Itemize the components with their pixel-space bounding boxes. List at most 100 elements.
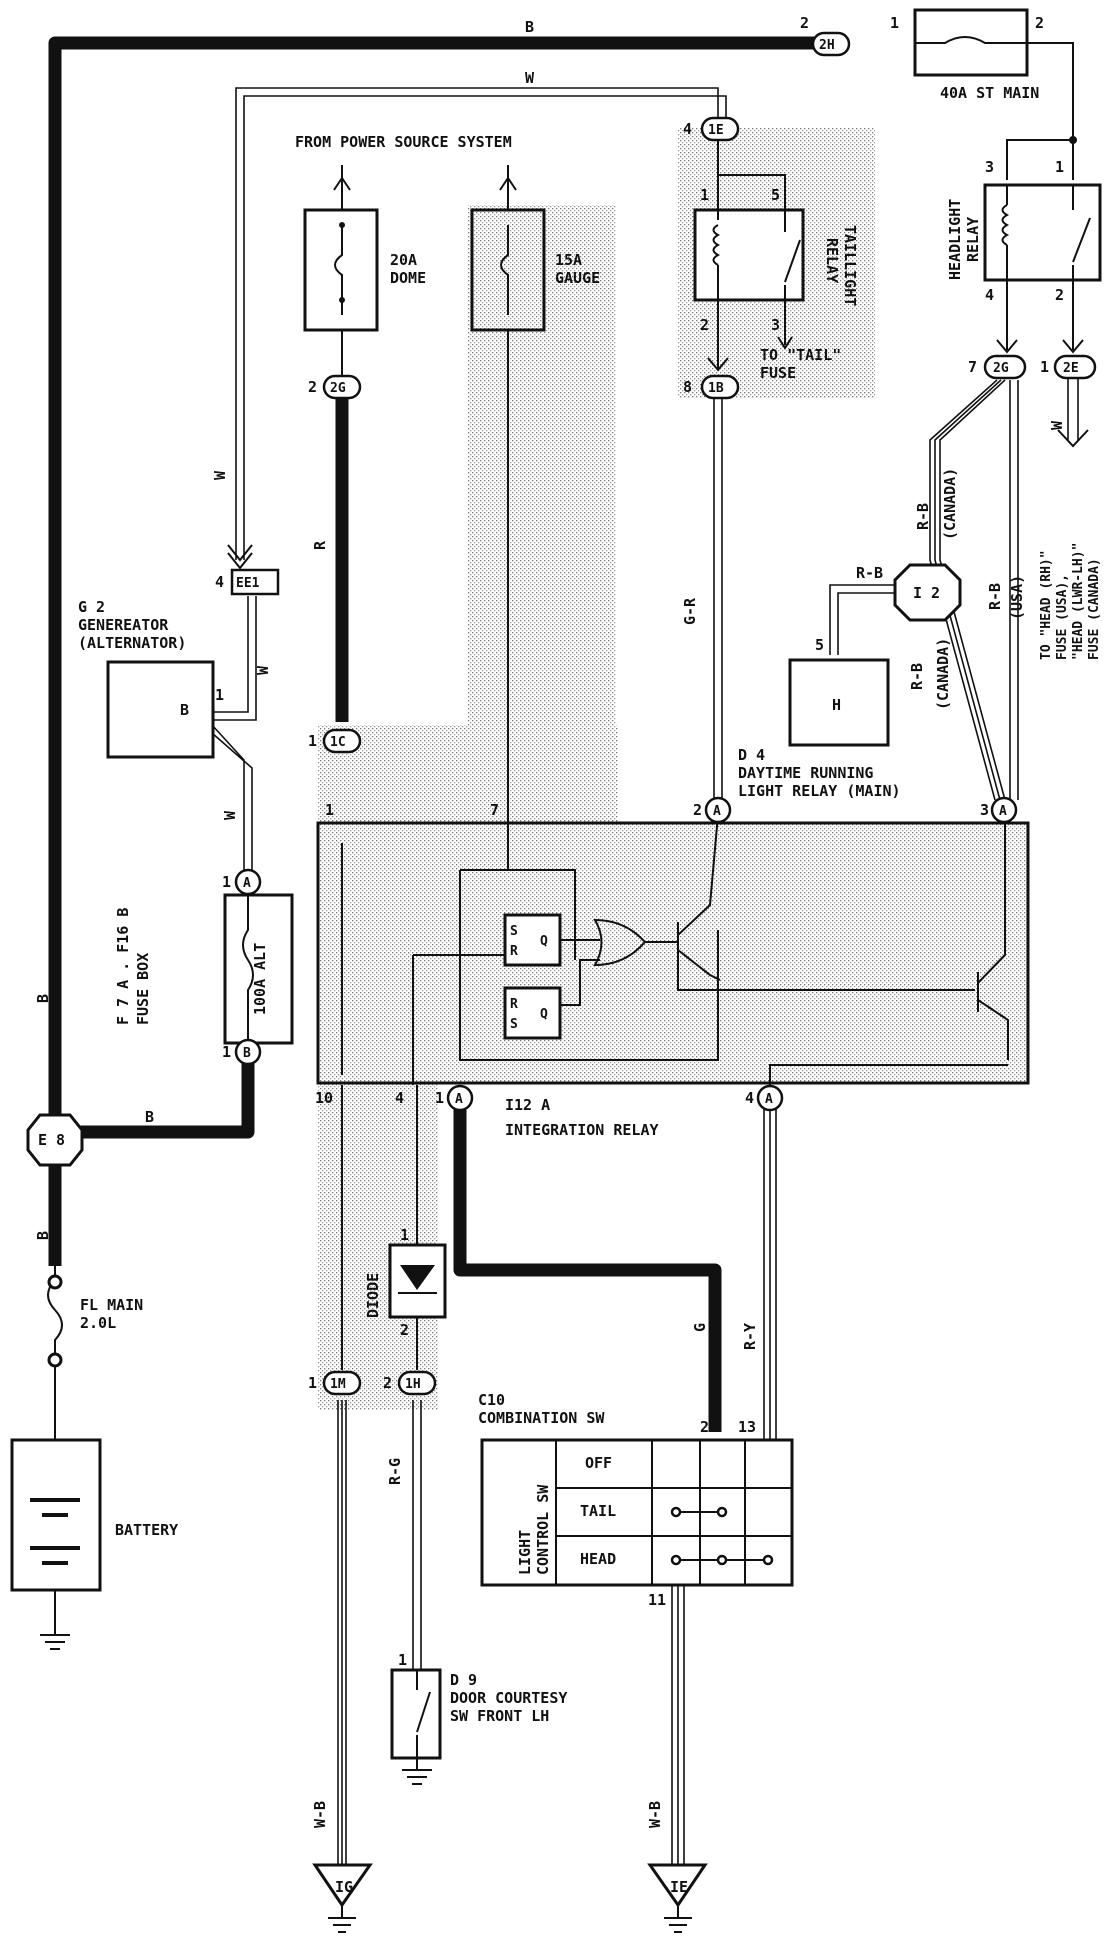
ground-ie-label: IE (670, 1878, 688, 1896)
pin-h-5: 5 (815, 636, 824, 654)
pin-hl-3: 3 (985, 158, 994, 176)
battery-cells (30, 1498, 80, 1565)
to-head-2: FUSE (USA), (1055, 574, 1070, 660)
conn-2g-right (983, 354, 1027, 380)
drl-code: D 4 (738, 746, 765, 764)
wire-rb-h (829, 584, 915, 655)
power-source-label: FROM POWER SOURCE SYSTEM (295, 133, 512, 151)
pin-1h: 2 (383, 1374, 392, 1392)
ff2-s: S (510, 1017, 518, 1032)
arrow-w2 (227, 552, 253, 570)
pin-1b: 8 (683, 378, 692, 396)
junction-i2-label: I 2 (913, 584, 940, 602)
wire-st-main (1028, 42, 1074, 140)
conn-2e (1053, 354, 1097, 380)
conn-a-3 (990, 796, 1018, 824)
conn-1h-label: 1H (405, 1377, 421, 1392)
pin-tail-5: 5 (771, 186, 780, 204)
pin-cs-13: 13 (738, 1418, 756, 1436)
fl-main-sub: 2.0L (80, 1314, 116, 1332)
to-head-4: FUSE (CANADA) (1087, 558, 1102, 660)
taillight-relay-sub: RELAY (823, 238, 841, 283)
pin-tail-1: 1 (700, 186, 709, 204)
headlight-relay (983, 183, 1102, 282)
cs-dot-4 (716, 1554, 728, 1566)
pin-relay-4b: 4 (745, 1089, 754, 1107)
gauge-label: GAUGE (555, 269, 600, 287)
fuse-gauge-element (500, 225, 509, 315)
alt-fuse-label: 100A ALT (251, 943, 269, 1015)
fl-main-term-bot (47, 1352, 63, 1368)
ff2-r: R (510, 997, 518, 1012)
pin-st-2: 2 (1035, 14, 1044, 32)
conn-a-1 (446, 1084, 474, 1112)
conn-1b (700, 374, 740, 400)
cs-dot-2 (716, 1506, 728, 1518)
conn-a-alt-label: A (243, 876, 251, 891)
switch-head: HEAD (580, 1550, 616, 1568)
generator (106, 660, 215, 759)
ff2-q: Q (540, 1007, 548, 1022)
ground-ig-label: IG (335, 1878, 353, 1896)
fuse-alt (223, 893, 294, 1045)
diode-triangle (400, 1265, 435, 1290)
switch-tail: TAIL (580, 1502, 616, 1520)
battery-label: BATTERY (115, 1521, 178, 1539)
wire-w-alt-b (211, 732, 253, 870)
junction-h-label: H (832, 696, 841, 714)
headlight-relay-label: HEADLIGHT (946, 199, 964, 280)
pin-numbers: 2 1 2 4 1 5 2 3 8 2 3 1 4 2 7 1 5 4 1 1 … (215, 14, 1064, 1669)
conn-2h-label: 2H (819, 38, 835, 53)
junction-e8 (26, 1113, 84, 1167)
wire-label-b-left: B (34, 994, 52, 1003)
pin-gen-1: 1 (215, 686, 224, 704)
conn-1h (397, 1370, 437, 1396)
pin-door-1: 1 (398, 1651, 407, 1669)
variant-canada-1: (CANADA) (941, 468, 959, 540)
wire-wb-1m (337, 1400, 347, 1865)
fl-main-label: FL MAIN (80, 1296, 143, 1314)
variant-usa: (USA) (1008, 575, 1026, 620)
ground-ig-lines (328, 1905, 356, 1933)
gauge-amp: 15A (555, 251, 582, 269)
or-gate (593, 918, 647, 967)
fuse-alt-element (242, 880, 254, 1050)
taillight-relay-label: TAILLIGHT (841, 225, 859, 306)
transistor-2 (677, 815, 1009, 1060)
arrow-w (227, 544, 253, 562)
wire-label-rb-3: R-B (908, 663, 926, 690)
to-head-1: TO "HEAD (RH)" (1039, 550, 1054, 660)
wire-label-ry: R-Y (741, 1323, 759, 1350)
flipflop-2 (503, 986, 562, 1040)
to-tail-sub: FUSE (760, 364, 796, 382)
pin-ee1: 4 (215, 573, 224, 591)
wire-label-rb-1: R-B (914, 503, 932, 530)
fuse-dome-dot1 (339, 222, 345, 228)
wire-label-b-top: B (525, 18, 534, 36)
wire-label-rb-h: R-B (856, 564, 883, 582)
pin-hl-4: 4 (985, 286, 994, 304)
wire-wb-11 (671, 1585, 685, 1865)
pin-relay-7: 7 (490, 801, 499, 819)
ff1-s: S (510, 924, 518, 939)
ground-ig-symbol (312, 1863, 373, 1908)
wire-label-rg: R-G (386, 1458, 404, 1485)
fl-main-term-top (47, 1274, 63, 1290)
pin-2g-r: 7 (968, 358, 977, 376)
hl-out (1006, 280, 1074, 350)
connector-ee1 (230, 568, 280, 596)
relay-diode-line (412, 954, 505, 1085)
tail-coil (712, 224, 721, 266)
wire-label-wb-1: W-B (311, 1801, 329, 1828)
combination-code: C10 (478, 1391, 505, 1409)
fuse-dome-element (334, 225, 343, 315)
fusebox-label: FUSE BOX (134, 953, 152, 1025)
dome-amp: 20A (390, 251, 417, 269)
pin-tail-3: 3 (771, 316, 780, 334)
pin-diode-2: 2 (400, 1321, 409, 1339)
wire-label-rb-2: R-B (986, 583, 1004, 610)
wire-label-b-e8: B (145, 1108, 154, 1126)
conn-1e-label: 1E (708, 123, 724, 138)
dome-label: DOME (390, 269, 426, 287)
